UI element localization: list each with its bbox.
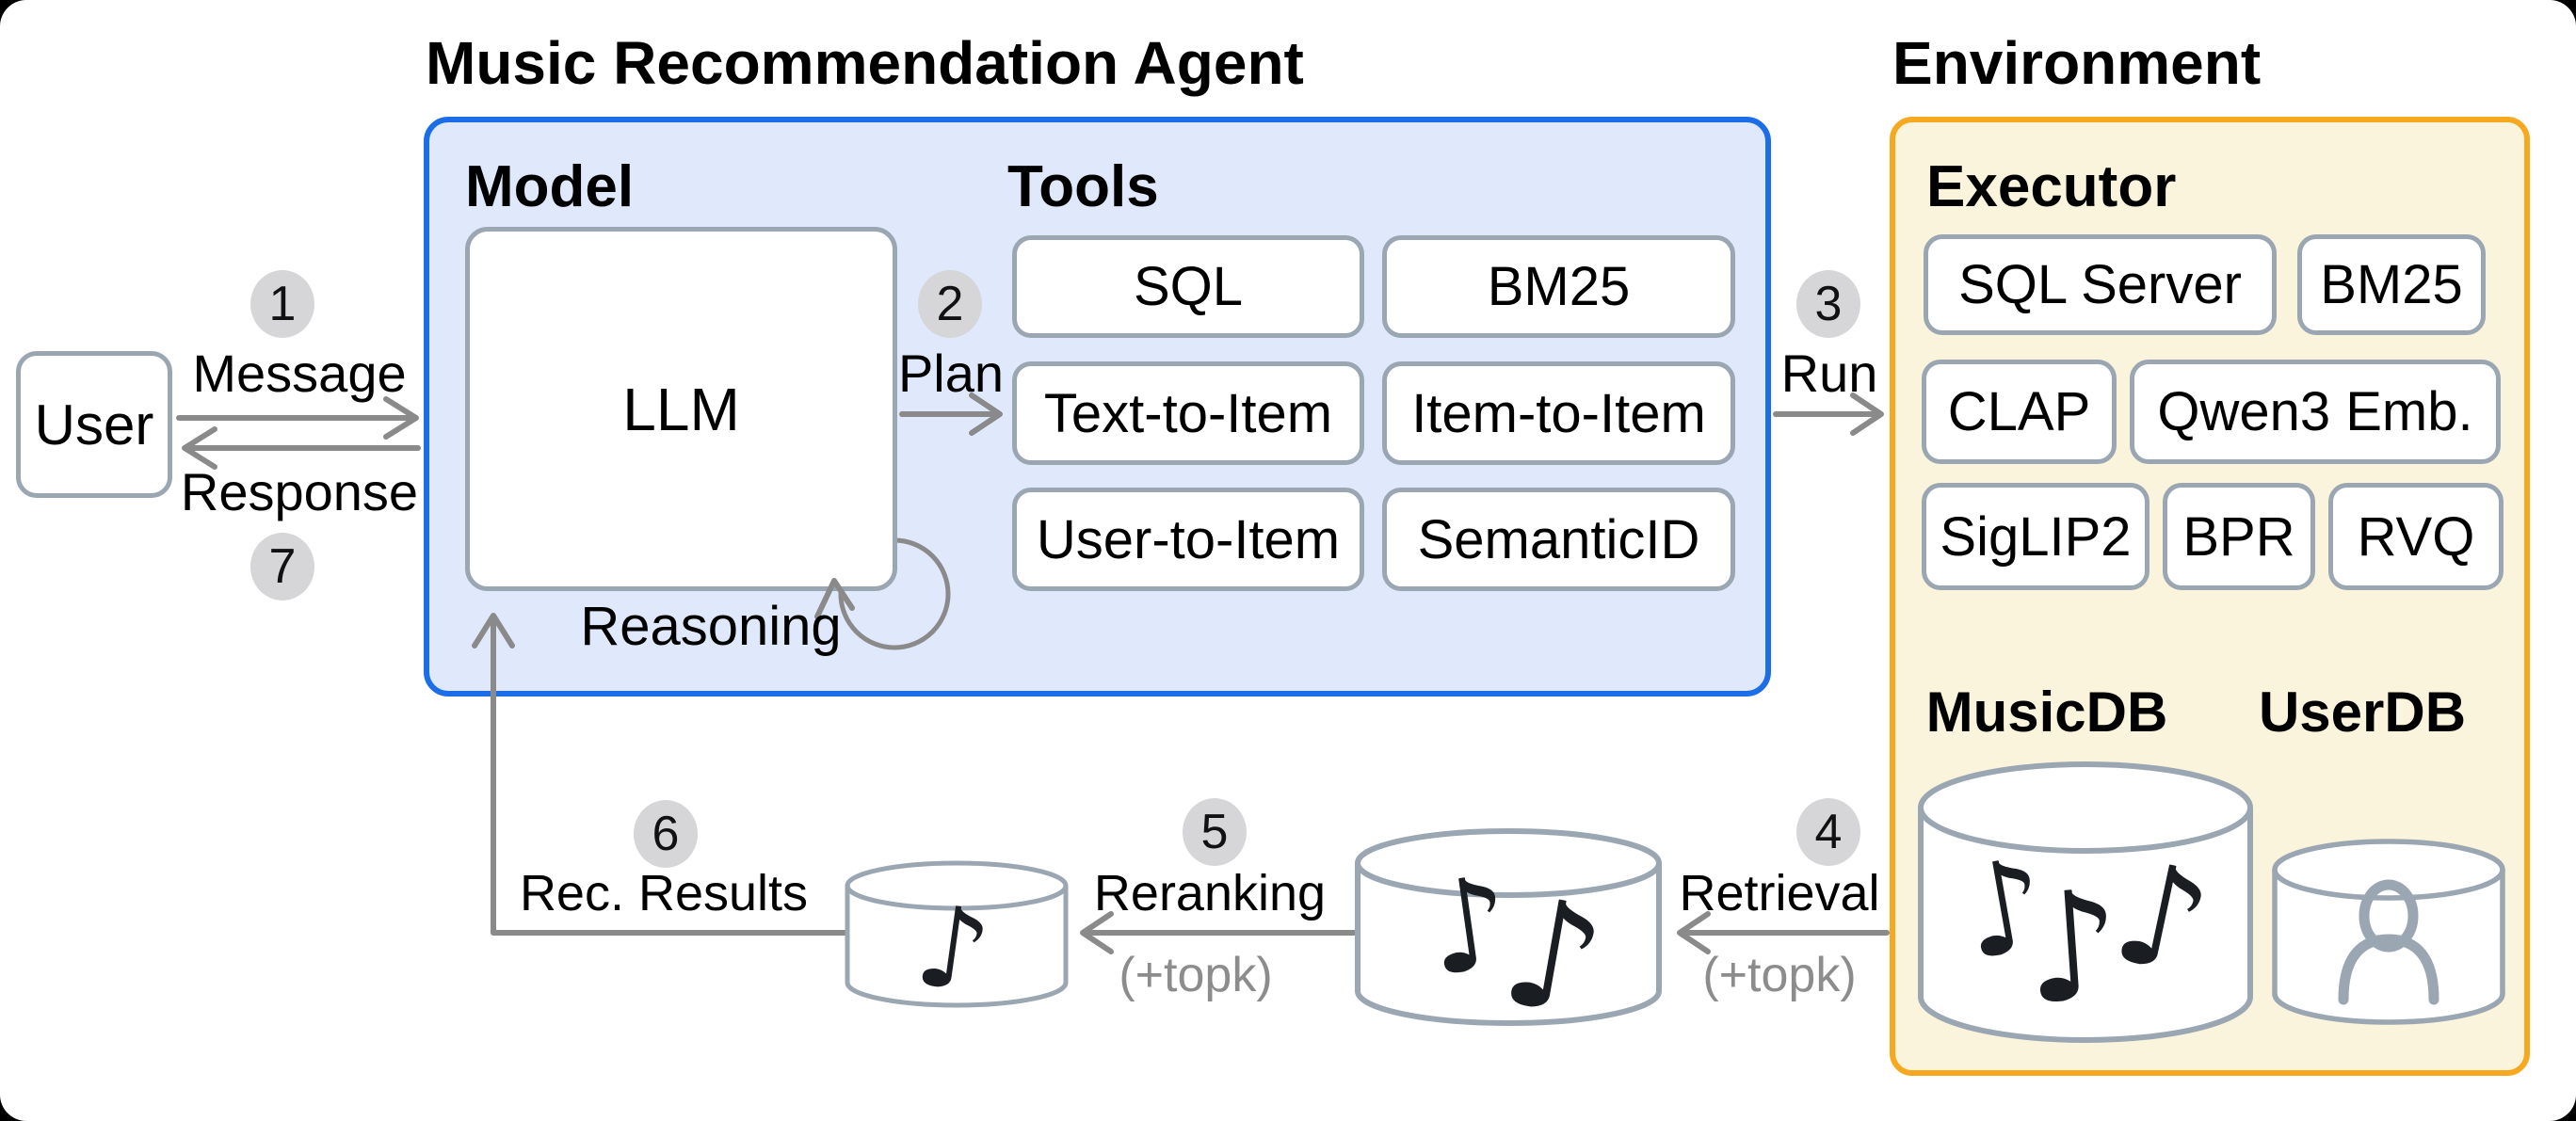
environment-title: Environment — [1892, 29, 2262, 97]
music-note-icon: ♪ — [909, 880, 998, 1019]
step-badge-7: 7 — [250, 533, 314, 601]
run-label: Run — [1780, 344, 1878, 403]
executor-qwen3-emb: Qwen3 Emb. — [2130, 360, 2501, 464]
plan-label: Plan — [897, 344, 1005, 403]
executor-bm25: BM25 — [2297, 234, 2486, 335]
executor-sql-server: SQL Server — [1924, 234, 2277, 335]
model-header: Model — [465, 154, 635, 219]
tool-text-to-item: Text-to-Item — [1012, 361, 1364, 465]
tool-user-to-item: User-to-Item — [1012, 488, 1364, 591]
llm-node: LLM — [465, 227, 897, 591]
user-node: User — [16, 351, 172, 498]
step-badge-6: 6 — [634, 800, 698, 868]
tool-bm25: BM25 — [1382, 235, 1735, 338]
reranking-label: Reranking — [1093, 865, 1327, 921]
step-badge-2: 2 — [918, 270, 982, 338]
reranked-results-db-icon: ♪ — [845, 860, 1069, 1019]
step-badge-3: 3 — [1796, 270, 1860, 338]
executor-rvq: RVQ — [2328, 483, 2504, 590]
tool-item-to-item: Item-to-Item — [1382, 361, 1735, 465]
reranking-topk-label: (+topk) — [1119, 948, 1273, 1002]
retrieval-topk-label: (+topk) — [1702, 948, 1857, 1002]
tool-semanticid: SemanticID — [1382, 488, 1735, 591]
retrieved-results-db-icon: ♪ ♪ — [1355, 828, 1662, 1052]
response-label: Response — [180, 462, 419, 521]
retrieval-label: Retrieval — [1679, 865, 1880, 921]
rec-results-label: Rec. Results — [519, 865, 809, 921]
musicdb-label: MusicDB — [1925, 681, 2168, 744]
message-label: Message — [192, 344, 407, 403]
reasoning-label: Reasoning — [580, 596, 842, 657]
music-note-icon: ♪ — [1490, 862, 1616, 1052]
tool-sql: SQL — [1012, 235, 1364, 338]
userdb-label: UserDB — [2258, 681, 2467, 744]
executor-siglip2: SigLIP2 — [1922, 483, 2149, 590]
step-badge-5: 5 — [1183, 798, 1247, 866]
music-note-icon: ♪ — [1419, 847, 1520, 1004]
agent-title: Music Recommendation Agent — [426, 29, 1304, 97]
executor-clap: CLAP — [1922, 360, 2117, 464]
executor-header: Executor — [1926, 154, 2177, 219]
message-arrow — [176, 396, 419, 440]
tools-header: Tools — [1007, 154, 1159, 219]
step-badge-4: 4 — [1796, 798, 1860, 866]
step-badge-1: 1 — [250, 270, 314, 338]
executor-bpr: BPR — [2163, 483, 2315, 590]
